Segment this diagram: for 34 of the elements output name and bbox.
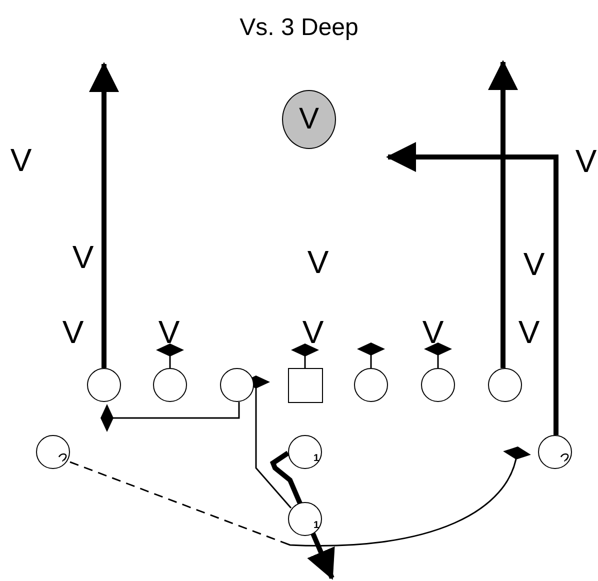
player-circle bbox=[538, 435, 572, 469]
diagram-title: Vs. 3 Deep bbox=[238, 14, 360, 42]
defender-mark: V bbox=[62, 316, 84, 348]
player-number: 1 bbox=[313, 454, 319, 464]
defender-mark: V bbox=[518, 316, 540, 348]
player-circle bbox=[87, 368, 121, 402]
defender-mark: V bbox=[72, 241, 94, 273]
block-line bbox=[424, 342, 452, 368]
block-line bbox=[291, 344, 319, 368]
player-circle bbox=[288, 502, 322, 536]
center-square bbox=[288, 368, 322, 402]
player-circle bbox=[421, 368, 455, 402]
route-arrow bbox=[386, 142, 558, 435]
defender-mark: V bbox=[301, 319, 325, 345]
defender-mark: V bbox=[157, 319, 181, 345]
player-circle bbox=[36, 435, 70, 469]
player-circle bbox=[354, 368, 388, 402]
player-number: 1 bbox=[313, 521, 319, 531]
block-line bbox=[100, 402, 240, 432]
defender-mark: V bbox=[575, 145, 597, 177]
motion-line bbox=[70, 446, 531, 546]
defender-mark: V bbox=[299, 104, 319, 135]
player-circle bbox=[288, 435, 322, 469]
defender-mark: V bbox=[307, 246, 329, 278]
block-line bbox=[357, 342, 385, 368]
defender-mark: V bbox=[523, 248, 545, 280]
player-circle bbox=[220, 368, 254, 402]
route-arrow bbox=[89, 62, 119, 368]
route-arrow bbox=[488, 60, 518, 368]
defender-mark: V bbox=[10, 144, 32, 176]
player-circle bbox=[488, 368, 522, 402]
block-line bbox=[156, 344, 184, 368]
defender-mark: V bbox=[421, 319, 445, 345]
player-circle bbox=[153, 368, 187, 402]
